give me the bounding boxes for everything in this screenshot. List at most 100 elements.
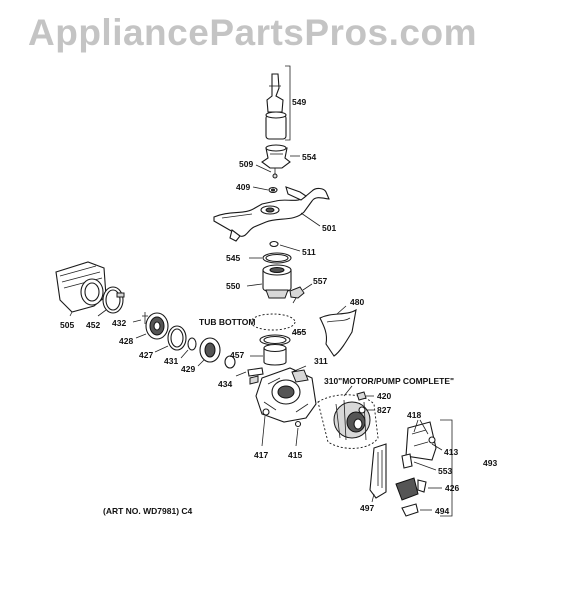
svg-text:501: 501 <box>322 223 336 233</box>
part-511[interactable] <box>269 240 279 248</box>
svg-text:417: 417 <box>254 450 268 460</box>
label-554: 554 <box>302 152 316 162</box>
part-452[interactable] <box>102 286 125 314</box>
svg-text:457: 457 <box>230 350 244 360</box>
label-511: 511 <box>302 247 316 257</box>
svg-text:427: 427 <box>139 350 153 360</box>
svg-text:549: 549 <box>292 97 306 107</box>
part-480[interactable] <box>319 308 357 357</box>
svg-text:827: 827 <box>377 405 391 415</box>
label-455: 455 <box>292 327 306 337</box>
part-426[interactable] <box>417 479 427 493</box>
label-494: 494 <box>435 506 449 516</box>
part-457[interactable] <box>263 343 287 366</box>
svg-text:429: 429 <box>181 364 195 374</box>
art-number: (ART NO. WD7981) C4 <box>103 506 193 516</box>
label-434: 434 <box>218 379 232 389</box>
part-418-bracket[interactable] <box>405 421 437 461</box>
svg-text:420: 420 <box>377 391 391 401</box>
svg-text:415: 415 <box>288 450 302 460</box>
label-553: 553 <box>438 466 452 476</box>
label-420: 420 <box>377 391 391 401</box>
label-429: 429 <box>181 364 195 374</box>
part-409[interactable] <box>268 186 278 194</box>
motor-pump-label: 310"MOTOR/PUMP COMPLETE" <box>324 376 454 386</box>
svg-text:428: 428 <box>119 336 133 346</box>
svg-text:511: 511 <box>302 247 316 257</box>
svg-text:497: 497 <box>360 503 374 513</box>
label-827: 827 <box>377 405 391 415</box>
watermark: AppliancePartsPros.com <box>28 12 477 53</box>
part-505[interactable] <box>55 261 107 313</box>
part-557[interactable] <box>289 286 305 304</box>
svg-text:505: 505 <box>60 320 74 330</box>
label-480: 480 <box>350 297 364 307</box>
svg-text:432: 432 <box>112 318 126 328</box>
label-493: 493 <box>483 458 497 468</box>
part-497[interactable] <box>369 443 387 499</box>
part-554[interactable] <box>261 144 291 169</box>
label-417: 417 <box>254 450 268 460</box>
part-509[interactable] <box>272 168 278 179</box>
label-409: 409 <box>236 182 250 192</box>
part-417[interactable] <box>262 408 270 416</box>
svg-text:452: 452 <box>86 320 100 330</box>
label-557: 557 <box>313 276 327 286</box>
label-545: 545 <box>226 253 240 263</box>
svg-text:413: 413 <box>444 447 458 457</box>
part-420[interactable] <box>356 391 367 401</box>
svg-text:550: 550 <box>226 281 240 291</box>
label-431: 431 <box>164 356 178 366</box>
part-549-tower[interactable] <box>265 73 287 140</box>
svg-text:494: 494 <box>435 506 449 516</box>
svg-text:431: 431 <box>164 356 178 366</box>
part-545[interactable] <box>262 252 292 264</box>
label-497: 497 <box>360 503 374 513</box>
part-550[interactable] <box>262 264 292 299</box>
label-550: 550 <box>226 281 240 291</box>
label-428: 428 <box>119 336 133 346</box>
part-311-pump-housing[interactable] <box>255 367 317 423</box>
label-432: 432 <box>112 318 126 328</box>
label-426: 426 <box>445 483 459 493</box>
svg-text:418: 418 <box>407 410 421 420</box>
label-452: 452 <box>86 320 100 330</box>
svg-text:455: 455 <box>292 327 306 337</box>
label-311: 311 <box>314 356 328 366</box>
svg-text:545: 545 <box>226 253 240 263</box>
part-455[interactable] <box>250 313 296 346</box>
label-427: 427 <box>139 350 153 360</box>
svg-text:311: 311 <box>314 356 328 366</box>
label-509: 509 <box>239 159 253 169</box>
part-428[interactable] <box>145 312 169 340</box>
part-429[interactable] <box>199 337 221 363</box>
label-505: 505 <box>60 320 74 330</box>
part-494[interactable] <box>395 477 419 517</box>
svg-text:426: 426 <box>445 483 459 493</box>
bracket-549 <box>285 65 291 141</box>
tub-bottom-label: TUB BOTTOM <box>199 317 256 327</box>
part-310-motor[interactable] <box>317 394 379 449</box>
svg-text:480: 480 <box>350 297 364 307</box>
part-827[interactable] <box>358 406 366 414</box>
svg-text:554: 554 <box>302 152 316 162</box>
part-431[interactable] <box>187 337 197 351</box>
part-501-spray-arm[interactable] <box>213 186 330 242</box>
label-413: 413 <box>444 447 458 457</box>
label-501: 501 <box>322 223 336 233</box>
svg-text:553: 553 <box>438 466 452 476</box>
label-549: 549 <box>292 97 306 107</box>
label-415: 415 <box>288 450 302 460</box>
svg-text:434: 434 <box>218 379 232 389</box>
label-418: 418 <box>407 410 421 420</box>
label-457: 457 <box>230 350 244 360</box>
part-553[interactable] <box>401 453 413 469</box>
part-434[interactable] <box>224 355 264 385</box>
part-415[interactable] <box>294 420 302 428</box>
part-432[interactable] <box>142 312 148 324</box>
part-427[interactable] <box>167 325 187 351</box>
svg-text:409: 409 <box>236 182 250 192</box>
svg-text:509: 509 <box>239 159 253 169</box>
